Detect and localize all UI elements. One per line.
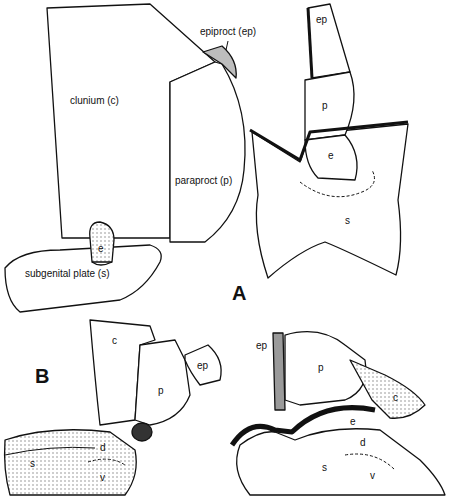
part-label: s bbox=[322, 462, 327, 474]
part-label: s bbox=[30, 458, 35, 470]
panel-letter: A bbox=[232, 282, 246, 304]
part-label: ep bbox=[256, 340, 267, 352]
part-label: e bbox=[98, 243, 104, 255]
part-label: v bbox=[100, 472, 105, 484]
part-label: e bbox=[350, 416, 356, 428]
part-label: ep bbox=[197, 360, 208, 372]
part-label: d bbox=[100, 442, 106, 454]
panel-letter: B bbox=[35, 365, 49, 387]
part-label: p bbox=[322, 100, 328, 112]
part-label: e bbox=[328, 150, 334, 162]
part-label: v bbox=[370, 470, 375, 482]
part-label: c bbox=[393, 392, 398, 404]
part-label: s bbox=[345, 215, 350, 227]
part-label: paraproct (p) bbox=[175, 175, 232, 187]
part-label: c bbox=[112, 335, 117, 347]
part-label: epiproct (ep) bbox=[200, 26, 256, 38]
part-label: p bbox=[318, 362, 324, 374]
part-label: p bbox=[158, 385, 164, 397]
part-label: clunium (c) bbox=[70, 95, 119, 107]
part-label: subgenital plate (s) bbox=[25, 268, 110, 280]
part-label: ep bbox=[316, 14, 327, 26]
part-label: d bbox=[360, 437, 366, 449]
